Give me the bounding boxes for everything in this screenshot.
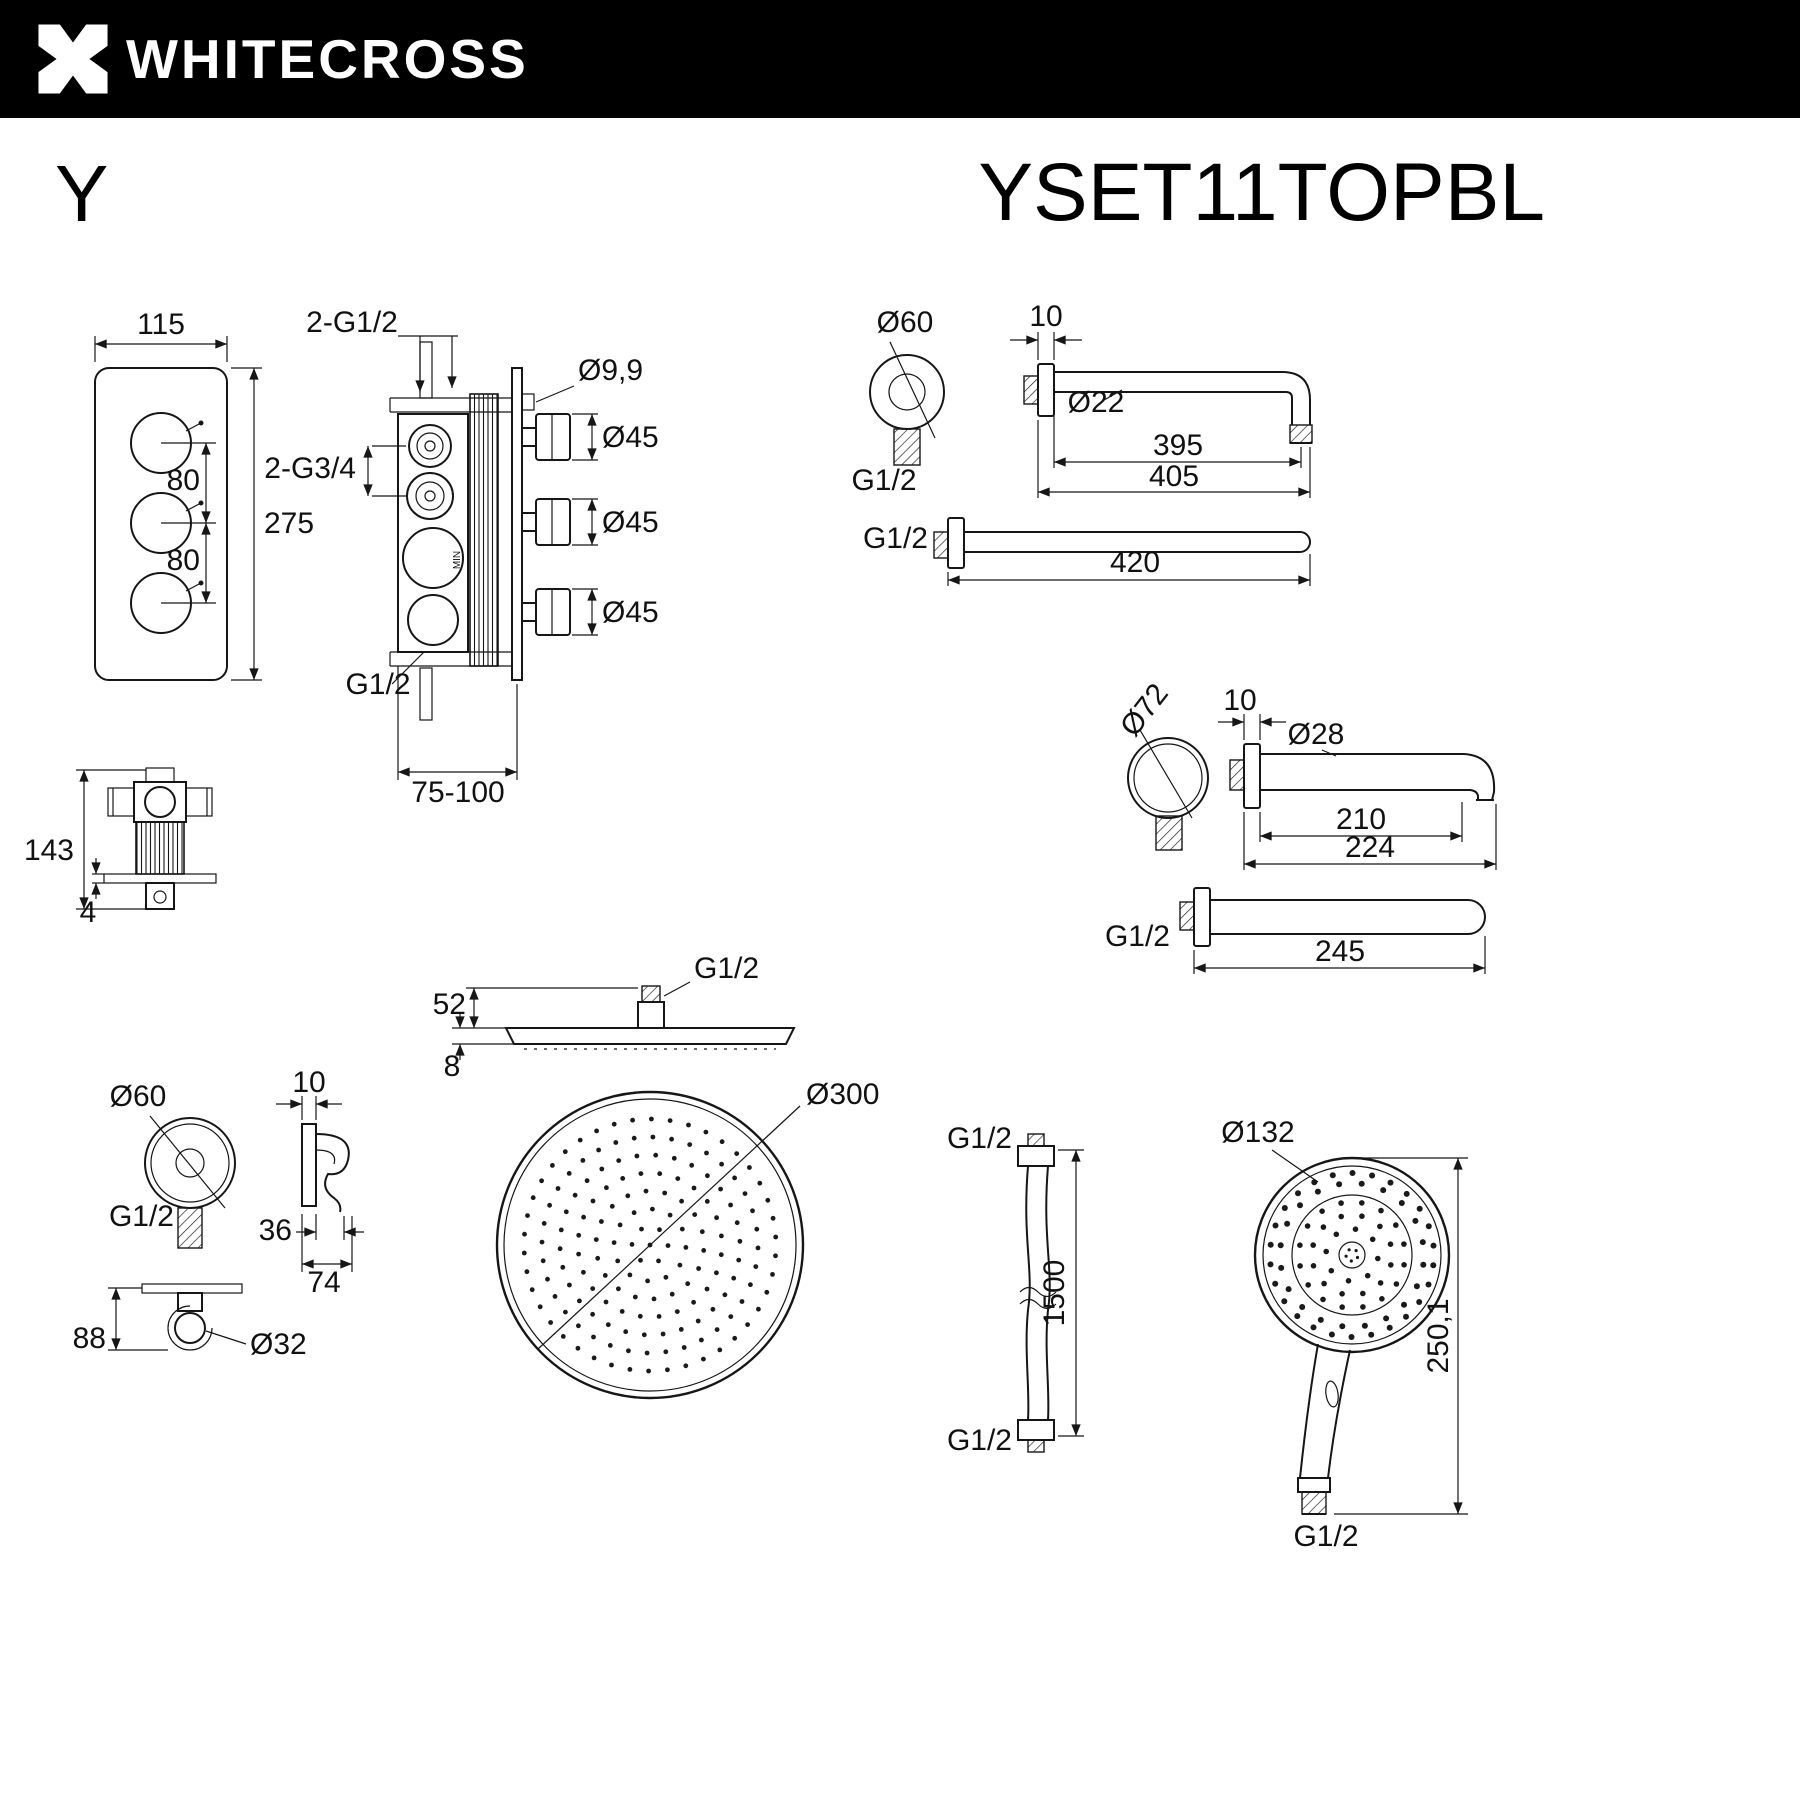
dim-arm-tube: Ø22 [1068,386,1125,419]
model-number: YSET11TOPBL [978,147,1545,238]
dim-valve-plate: 4 [80,896,97,929]
dim-hose-thread-bottom: G1/2 [947,1424,1012,1457]
dim-depth: 75-100 [411,776,504,809]
thermostat-side-view: MIN 2-G1/2 Ø9,9 2-G3/4 [264,306,658,809]
shower-arm-straight: G1/2 420 [863,517,1311,586]
brand-name: WHITECROSS [126,28,529,90]
dim-handshower-length: 250,1 [1422,1298,1455,1373]
dim-outlet-drop: 88 [73,1322,106,1355]
brand-header: WHITECROSS [0,0,1800,118]
dim-knob1: Ø45 [602,421,659,454]
hand-shower: Ø132 G1/2 250,1 [1221,1116,1468,1553]
dim-valve-height: 143 [24,834,74,867]
dim-spout-length-inner: 210 [1336,803,1386,836]
bath-spout-curved: Ø72 10 Ø28 210 224 [1114,678,1497,870]
dim-knob3: Ø45 [602,596,659,629]
dim-head-diameter: Ø300 [806,1078,879,1111]
dim-outlet-flange: 10 [292,1066,325,1099]
dim-spout2-thread: G1/2 [1105,920,1170,953]
bath-spout-straight: G1/2 245 [1105,887,1486,974]
dim-arm-flange: 10 [1029,300,1062,333]
min-marking: MIN [452,551,463,569]
dim-top-ports: 2-G1/2 [306,306,398,339]
wall-outlet: Ø60 G1/2 88 Ø32 10 36 [73,1066,364,1361]
dim-head-thread: G1/2 [694,952,759,985]
dim-spout2-length: 245 [1315,935,1365,968]
dim-spout-flange: 10 [1223,684,1256,717]
dim-knob2: Ø45 [602,506,659,539]
shower-arm-bent: Ø60 G1/2 10 Ø22 395 405 [851,300,1313,498]
dim-handshower-diameter: Ø132 [1221,1116,1294,1149]
dim-arm2-thread: G1/2 [863,522,928,555]
dim-handshower-thread: G1/2 [1293,1520,1358,1553]
dim-hose-length: 1500 [1038,1260,1071,1327]
dim-arm-escutcheon: Ø60 [877,306,934,339]
dim-outlet-thread: G1/2 [109,1200,174,1233]
dim-inlet-ports: 2-G3/4 [264,452,356,485]
dim-arm-thread: G1/2 [851,464,916,497]
dim-screw: Ø9,9 [578,354,643,387]
dim-knob-pitch-1: 80 [167,464,200,497]
dim-outlet-w-inner: 36 [259,1214,292,1247]
dim-front-width: 115 [137,308,185,341]
rainhead-side-view: G1/2 52 8 [433,952,796,1083]
dim-knob-pitch-2: 80 [167,544,200,577]
dim-front-height: 275 [264,507,314,540]
valve-body: 143 4 [24,767,217,929]
dim-outlet-escutcheon: Ø60 [110,1080,167,1113]
dim-outlet-w-outer: 74 [307,1266,340,1299]
dim-spout-escutcheon: Ø72 [1114,678,1175,743]
dim-hose-thread-top: G1/2 [947,1122,1012,1155]
rainhead-top-view: Ø300 [495,1078,879,1400]
dim-arm-length-inner: 395 [1153,429,1203,462]
dim-outlet-holder: Ø32 [250,1328,307,1361]
dim-arm2-length: 420 [1110,546,1160,579]
series-title: Y [55,149,109,238]
dim-bottom-outlet: G1/2 [345,668,410,701]
shower-hose: G1/2 G1/2 1500 [947,1122,1084,1457]
whitecross-logo-icon [38,24,108,94]
dim-head-plate: 8 [444,1050,461,1083]
thermostat-front-view: 115 275 80 80 [94,308,314,681]
dim-head-height: 52 [433,988,466,1021]
dim-spout-tube: Ø28 [1288,718,1345,751]
dim-spout-length-outer: 224 [1345,831,1395,864]
dim-arm-length-outer: 405 [1149,460,1199,493]
